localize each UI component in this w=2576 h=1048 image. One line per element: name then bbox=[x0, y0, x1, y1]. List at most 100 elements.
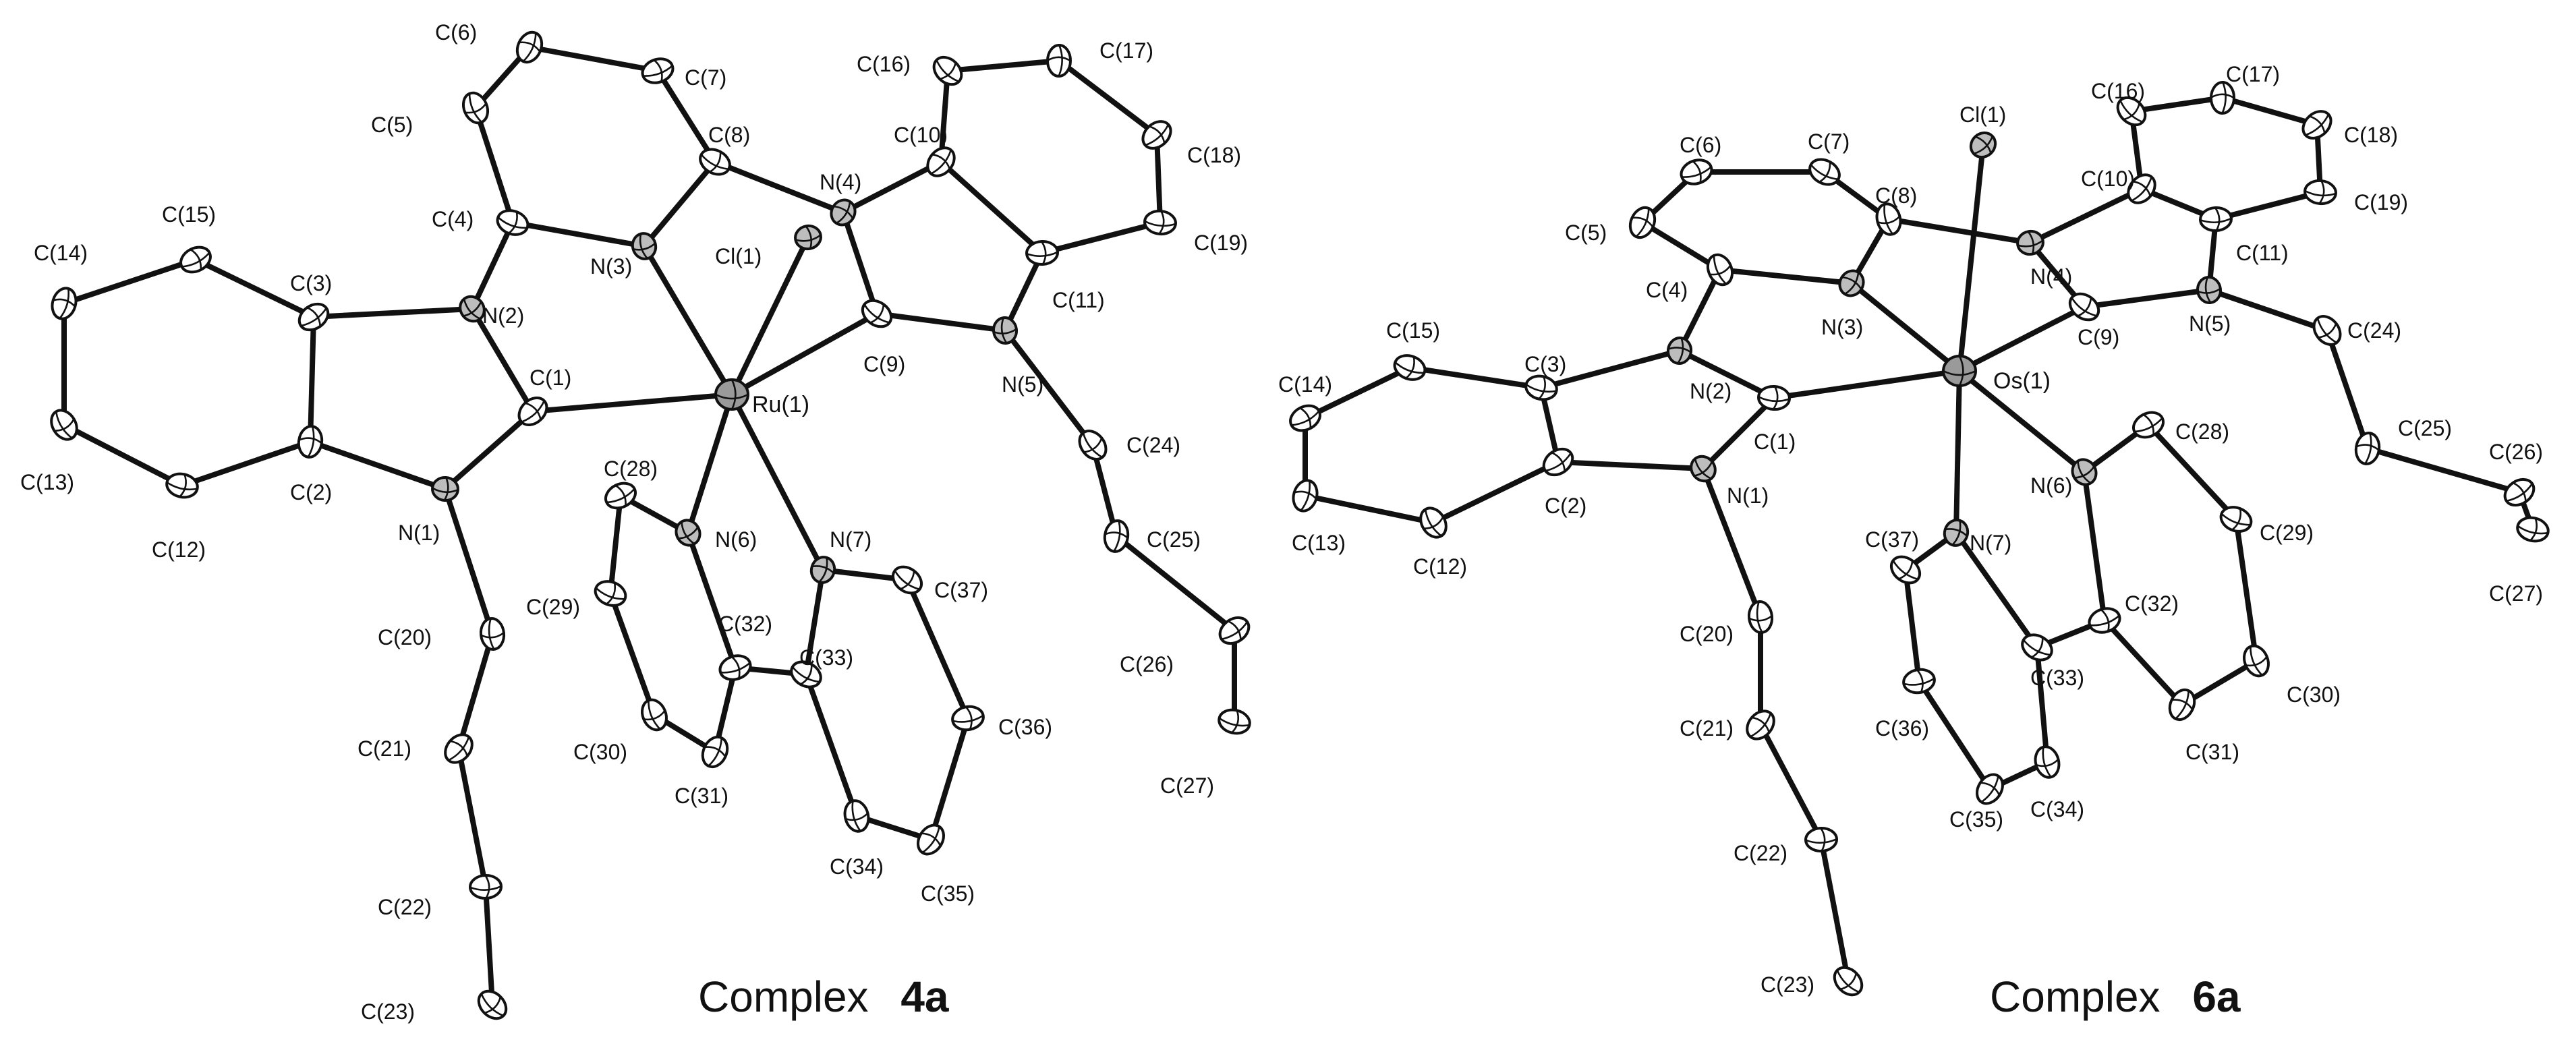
atom-principal-axis bbox=[1104, 531, 1128, 539]
atom-principal-axis bbox=[731, 379, 737, 410]
bond-N5-C11 bbox=[1002, 250, 1045, 333]
atom-principal-axis bbox=[2529, 518, 2538, 542]
atom-principal-axis bbox=[2221, 513, 2251, 526]
atom-C30 bbox=[2243, 644, 2270, 678]
atom-label-C34: C(34) bbox=[2030, 797, 2084, 821]
atom-principal-axis bbox=[1916, 669, 1924, 693]
atom-label-C26: C(26) bbox=[1120, 652, 1174, 676]
atom-principal-axis bbox=[298, 437, 322, 444]
atom-label-C25: C(25) bbox=[2398, 416, 2452, 440]
bond-Ru1-Cl1 bbox=[729, 235, 811, 397]
atom-ellipsoid bbox=[641, 57, 675, 84]
atom-principal-axis bbox=[1538, 376, 1546, 400]
atom-N5 bbox=[992, 316, 1019, 345]
atom-label-C34: C(34) bbox=[830, 854, 884, 879]
atom-principal-axis bbox=[791, 666, 820, 683]
atom-N4 bbox=[830, 198, 857, 227]
atom-C27 bbox=[2516, 516, 2550, 543]
atom-label-N4: N(4) bbox=[2030, 264, 2072, 289]
bond-C28-C29 bbox=[608, 493, 623, 596]
atom-C12 bbox=[1419, 506, 1448, 539]
atom-C6 bbox=[515, 30, 544, 64]
bond-C9-N5 bbox=[874, 311, 1008, 333]
atom-label-C29: C(29) bbox=[526, 595, 580, 619]
atom-principal-axis bbox=[1974, 136, 1992, 154]
atom-principal-axis bbox=[1149, 125, 1166, 144]
atom-label-C32: C(32) bbox=[718, 612, 772, 636]
atom-principal-axis bbox=[869, 304, 885, 324]
atom-principal-axis bbox=[2304, 190, 2337, 197]
atom-principal-axis bbox=[488, 618, 495, 650]
atom-principal-axis bbox=[1980, 782, 2001, 796]
atom-C16 bbox=[932, 55, 963, 86]
atom-principal-axis bbox=[2171, 699, 2194, 710]
atom-C24 bbox=[2312, 315, 2342, 346]
atom-ellipsoid bbox=[1419, 506, 1448, 539]
atom-N7 bbox=[809, 556, 836, 584]
bond-C34-C33 bbox=[2034, 645, 2050, 765]
atom-principal-axis bbox=[2316, 318, 2337, 344]
atom-principal-axis bbox=[833, 205, 854, 219]
atom-principal-axis bbox=[1758, 396, 1790, 403]
bond-C21-C22 bbox=[456, 746, 488, 890]
atom-label-N4: N(4) bbox=[820, 170, 861, 194]
atom-principal-axis bbox=[836, 201, 851, 225]
atom-principal-axis bbox=[2200, 217, 2232, 223]
atom-principal-axis bbox=[1694, 458, 1712, 479]
atom-C12 bbox=[165, 472, 199, 499]
atom-label-C36: C(36) bbox=[998, 715, 1052, 739]
atom-Os1 bbox=[1942, 355, 1977, 387]
atom-C3 bbox=[297, 302, 330, 332]
atom-label-C5: C(5) bbox=[1565, 221, 1607, 245]
atom-label-C7: C(7) bbox=[685, 65, 726, 90]
atom-principal-axis bbox=[1877, 215, 1901, 225]
atom-principal-axis bbox=[307, 426, 315, 458]
atom-ellipsoid bbox=[917, 823, 945, 856]
atom-ellipsoid bbox=[1942, 355, 1977, 387]
bond-C14-C15 bbox=[1303, 365, 1412, 421]
atom-principal-axis bbox=[606, 488, 635, 504]
atom-principal-axis bbox=[2355, 444, 2380, 451]
atom-principal-axis bbox=[1973, 136, 1994, 155]
atom-principal-axis bbox=[639, 233, 648, 260]
atom-principal-axis bbox=[1424, 509, 1442, 537]
bond-Os1-N7 bbox=[1953, 368, 1962, 535]
atom-C17 bbox=[1046, 44, 1072, 78]
bond-N5-C24 bbox=[2206, 287, 2330, 333]
bond-C2-N1 bbox=[308, 439, 448, 492]
atom-principal-axis bbox=[993, 328, 1017, 334]
atom-principal-axis bbox=[2197, 287, 2221, 294]
bond-C15-C3 bbox=[193, 257, 316, 320]
atom-principal-axis bbox=[2305, 114, 2330, 136]
atom-principal-axis bbox=[2517, 525, 2548, 535]
atom-C14 bbox=[51, 287, 78, 320]
atom-principal-axis bbox=[2027, 231, 2035, 255]
atom-principal-axis bbox=[53, 298, 76, 308]
atom-principal-axis bbox=[1756, 601, 1763, 633]
atom-principal-axis bbox=[484, 996, 502, 1014]
atom-C29 bbox=[594, 580, 627, 607]
atom-principal-axis bbox=[300, 308, 327, 327]
molecule-complex-6a: Os(1)Cl(1)C(1)N(1)N(2)C(2)C(3)C(12)C(13)… bbox=[1278, 62, 2550, 997]
atom-label-C11: C(11) bbox=[1052, 288, 1105, 312]
atom-N3 bbox=[1838, 269, 1865, 297]
atom-C2 bbox=[1542, 447, 1574, 477]
bond-C4-C5 bbox=[1640, 220, 1723, 272]
atom-label-C19: C(19) bbox=[1194, 231, 1248, 255]
atom-label-C14: C(14) bbox=[34, 241, 88, 265]
atom-N2 bbox=[459, 295, 486, 323]
bond-Os1-N3 bbox=[1849, 281, 1962, 374]
atom-label-C15: C(15) bbox=[1386, 318, 1440, 343]
atom-C18 bbox=[2301, 110, 2332, 140]
atom-principal-axis bbox=[1551, 451, 1566, 472]
atom-ellipsoid bbox=[50, 409, 78, 441]
atom-layer bbox=[1289, 81, 2550, 997]
atom-principal-axis bbox=[179, 473, 187, 498]
atom-ellipsoid bbox=[1746, 709, 1775, 740]
atom-principal-axis bbox=[653, 59, 663, 82]
atom-C16 bbox=[2116, 96, 2147, 127]
atom-principal-axis bbox=[681, 521, 695, 545]
atom-principal-axis bbox=[480, 632, 505, 639]
atom-principal-axis bbox=[1221, 621, 1249, 641]
